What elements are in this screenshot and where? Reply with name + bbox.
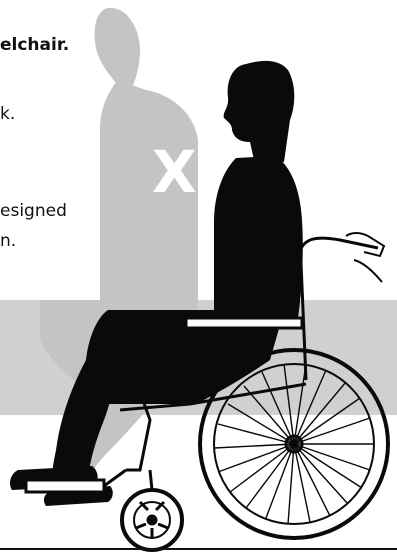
caster-wheel (122, 470, 182, 550)
bottom-rule (0, 548, 397, 550)
ghost-x-marker: X (152, 138, 197, 206)
